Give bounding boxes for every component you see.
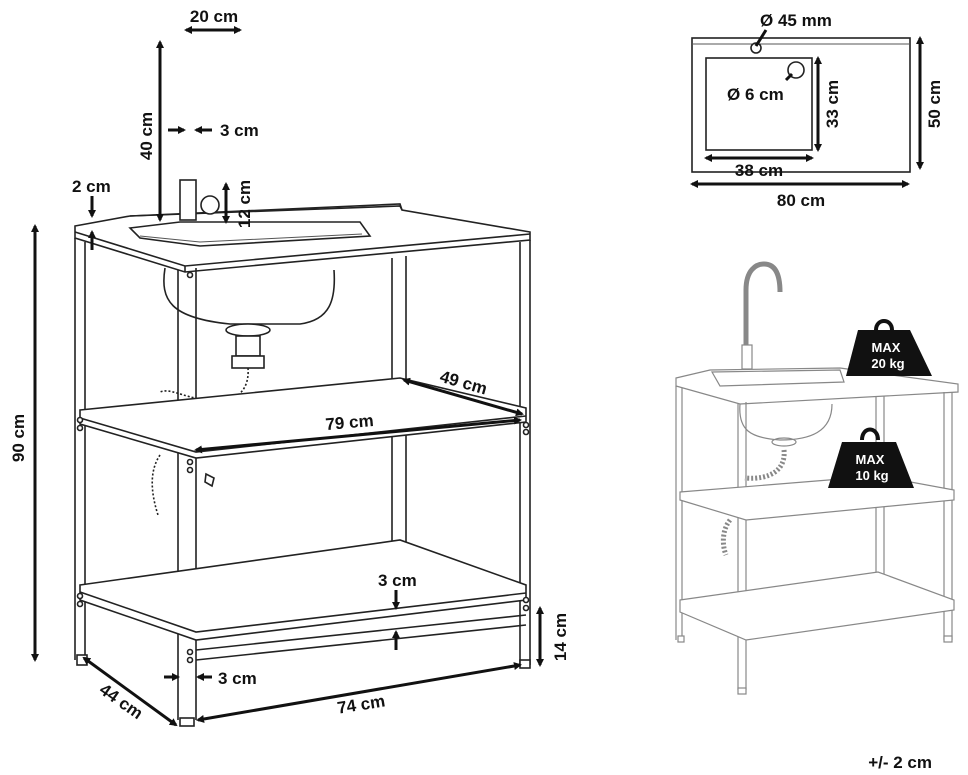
dim-shelf-thickness: 3 cm [378,571,417,590]
dim-basin-depth: 33 cm [823,80,842,128]
dim-faucet-width: 20 cm [190,7,238,26]
dim-shelf-width: 79 cm [325,411,375,434]
dim-bottom-clearance: 14 cm [551,613,570,661]
dim-top-depth: 50 cm [925,80,944,128]
dim-leg-width: 3 cm [218,669,257,688]
weight-10kg-line2: 10 kg [855,468,888,483]
weight-20kg-line2: 20 kg [871,356,904,371]
dim-top-width: 80 cm [777,191,825,210]
dim-drain-hole: Ø 6 cm [727,85,784,104]
dim-total-height: 90 cm [9,414,28,462]
dim-faucet-height: 40 cm [137,112,156,160]
dim-sink-depth: 12 cm [235,180,254,228]
dim-top-thickness: 2 cm [72,177,111,196]
dim-faucet-diameter: 3 cm [220,121,259,140]
weight-10kg-icon: MAX 10 kg [828,427,914,488]
weight-10kg-line1: MAX [856,452,885,467]
load-view-drawing: MAX 20 kg MAX 10 kg [675,261,959,695]
tolerance-note: +/- 2 cm [868,753,932,772]
weight-20kg-line1: MAX [872,340,901,355]
dim-basin-width: 38 cm [735,161,783,180]
dim-faucet-hole: Ø 45 mm [760,11,832,30]
weight-20kg-icon: MAX 20 kg [846,319,932,376]
top-view-drawing: Ø 45 mm Ø 6 cm 33 cm 38 cm 50 cm 80 cm [690,11,944,210]
